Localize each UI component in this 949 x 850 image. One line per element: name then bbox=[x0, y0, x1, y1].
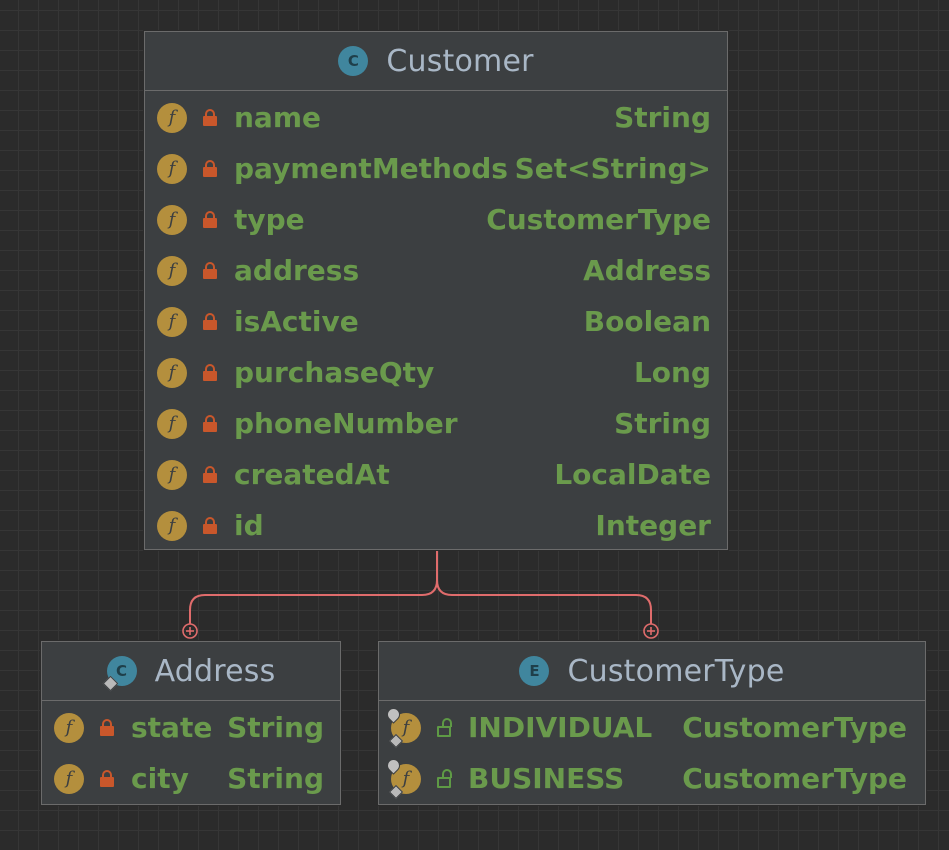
field-icon: f bbox=[157, 153, 187, 184]
field-name: id bbox=[234, 509, 264, 542]
address-class-header[interactable]: C Address bbox=[42, 642, 340, 701]
field-row-paymentmethods[interactable]: f paymentMethods Set<String> bbox=[157, 143, 711, 194]
field-row-createdat[interactable]: f createdAt LocalDate bbox=[157, 449, 711, 500]
field-type: String bbox=[614, 101, 711, 134]
field-type: Long bbox=[633, 356, 711, 389]
field-name: state bbox=[131, 711, 213, 744]
address-field-list: f state String f city String bbox=[42, 701, 340, 804]
field-type: Set<String> bbox=[514, 152, 711, 185]
lock-icon bbox=[203, 414, 217, 433]
field-row-address[interactable]: f address Address bbox=[157, 245, 711, 296]
field-icon: f bbox=[54, 712, 84, 743]
lock-icon bbox=[203, 516, 217, 535]
constant-name: INDIVIDUAL bbox=[468, 711, 653, 744]
lock-icon bbox=[100, 769, 114, 788]
connector-customer-customertype bbox=[436, 579, 652, 624]
field-type: String bbox=[227, 762, 324, 795]
field-name: isActive bbox=[234, 305, 359, 338]
lock-icon bbox=[203, 210, 217, 229]
field-type: Boolean bbox=[583, 305, 711, 338]
pin-icon bbox=[384, 704, 403, 724]
customer-class-title: Customer bbox=[386, 43, 534, 79]
field-icon: f bbox=[157, 357, 187, 388]
field-row-state[interactable]: f state String bbox=[54, 702, 324, 753]
enum-constant-row-individual[interactable]: f INDIVIDUAL CustomerType bbox=[384, 702, 907, 753]
lock-icon bbox=[203, 312, 217, 331]
lock-icon bbox=[203, 159, 217, 178]
unlock-icon bbox=[437, 717, 452, 737]
address-class-title: Address bbox=[154, 653, 276, 689]
address-class-node[interactable]: C Address f state String f city String bbox=[41, 641, 341, 805]
field-type: CustomerType bbox=[486, 203, 711, 236]
field-name: city bbox=[131, 762, 189, 795]
customertype-enum-title: CustomerType bbox=[567, 653, 785, 689]
customertype-enum-header[interactable]: E CustomerType bbox=[379, 642, 925, 701]
field-row-id[interactable]: f id Integer bbox=[157, 500, 711, 551]
field-type: String bbox=[614, 407, 711, 440]
customer-field-list: f name String f paymentMethods Set<Strin… bbox=[145, 91, 727, 551]
field-icon: f bbox=[157, 459, 187, 490]
field-icon: f bbox=[384, 704, 421, 748]
composition-marker-customertype bbox=[643, 623, 659, 639]
constant-type: CustomerType bbox=[682, 762, 907, 795]
lock-icon bbox=[203, 465, 217, 484]
customer-class-header[interactable]: C Customer bbox=[145, 32, 727, 91]
field-icon: f bbox=[157, 408, 187, 439]
field-name: purchaseQty bbox=[234, 356, 435, 389]
lock-icon bbox=[203, 363, 217, 382]
class-kind-letter: C bbox=[116, 662, 128, 680]
field-icon: f bbox=[54, 763, 84, 794]
field-name: createdAt bbox=[234, 458, 390, 491]
unlock-icon bbox=[437, 768, 452, 788]
connector-customer-address bbox=[189, 550, 438, 624]
lock-icon bbox=[203, 261, 217, 280]
class-icon: C bbox=[338, 46, 369, 76]
field-icon: f bbox=[157, 204, 187, 235]
composition-marker-address bbox=[182, 623, 198, 639]
constant-name: BUSINESS bbox=[468, 762, 625, 795]
customer-class-node[interactable]: C Customer f name String f paymentMethod… bbox=[144, 31, 728, 550]
class-icon: C bbox=[102, 656, 137, 692]
field-row-city[interactable]: f city String bbox=[54, 753, 324, 804]
lock-icon bbox=[203, 108, 217, 127]
field-name: address bbox=[234, 254, 360, 287]
pin-icon bbox=[384, 755, 403, 775]
field-row-name[interactable]: f name String bbox=[157, 92, 711, 143]
field-icon: f bbox=[157, 255, 187, 286]
constant-type: CustomerType bbox=[682, 711, 907, 744]
lock-icon bbox=[100, 718, 114, 737]
field-type: String bbox=[227, 711, 324, 744]
customertype-enum-node[interactable]: E CustomerType f INDIVIDUAL CustomerType… bbox=[378, 641, 926, 805]
field-name: type bbox=[234, 203, 305, 236]
field-icon: f bbox=[157, 102, 187, 133]
field-type: Address bbox=[583, 254, 711, 287]
field-type: LocalDate bbox=[554, 458, 711, 491]
field-name: phoneNumber bbox=[234, 407, 458, 440]
field-icon: f bbox=[157, 306, 187, 337]
field-icon-letter: f bbox=[402, 717, 410, 738]
field-row-phonenumber[interactable]: f phoneNumber String bbox=[157, 398, 711, 449]
field-icon-letter: f bbox=[402, 768, 410, 789]
enum-constant-row-business[interactable]: f BUSINESS CustomerType bbox=[384, 753, 907, 804]
customertype-constant-list: f INDIVIDUAL CustomerType f BUSINESS Cus… bbox=[379, 701, 925, 804]
field-row-purchaseqty[interactable]: f purchaseQty Long bbox=[157, 347, 711, 398]
field-name: paymentMethods bbox=[234, 152, 508, 185]
field-row-type[interactable]: f type CustomerType bbox=[157, 194, 711, 245]
field-icon: f bbox=[157, 510, 187, 541]
field-row-isactive[interactable]: f isActive Boolean bbox=[157, 296, 711, 347]
field-type: Integer bbox=[595, 509, 711, 542]
field-icon: f bbox=[384, 755, 421, 799]
field-name: name bbox=[234, 101, 321, 134]
enum-icon: E bbox=[519, 656, 550, 686]
